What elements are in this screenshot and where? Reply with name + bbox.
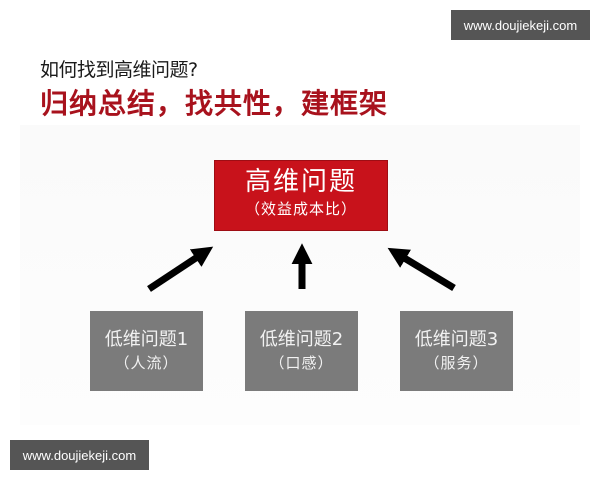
high-dimension-node: 高维问题 （效益成本比）	[214, 160, 388, 231]
arrow-up-left-icon	[387, 247, 456, 291]
low-dimension-title: 低维问题1	[104, 329, 189, 350]
low-dimension-subtitle: （口感）	[269, 354, 334, 372]
low-dimension-subtitle: （服务）	[424, 354, 489, 372]
low-dimension-title: 低维问题2	[259, 329, 344, 350]
low-dimension-node-3: 低维问题3 （服务）	[400, 311, 513, 391]
low-dimension-node-2: 低维问题2 （口感）	[245, 311, 358, 391]
arrow-up-right-icon	[147, 246, 214, 292]
low-dimension-title: 低维问题3	[414, 329, 499, 350]
headline: 归纳总结，找共性，建框架	[40, 87, 389, 120]
question-title: 如何找到高维问题?	[40, 59, 198, 81]
high-dimension-subtitle: （效益成本比）	[244, 200, 357, 218]
low-dimension-subtitle: （人流）	[114, 354, 179, 372]
watermark-bottom: www.doujiekeji.com	[10, 440, 149, 470]
low-dimension-node-1: 低维问题1 （人流）	[90, 311, 203, 391]
watermark-top: www.doujiekeji.com	[451, 10, 590, 40]
high-dimension-title: 高维问题	[244, 167, 357, 197]
